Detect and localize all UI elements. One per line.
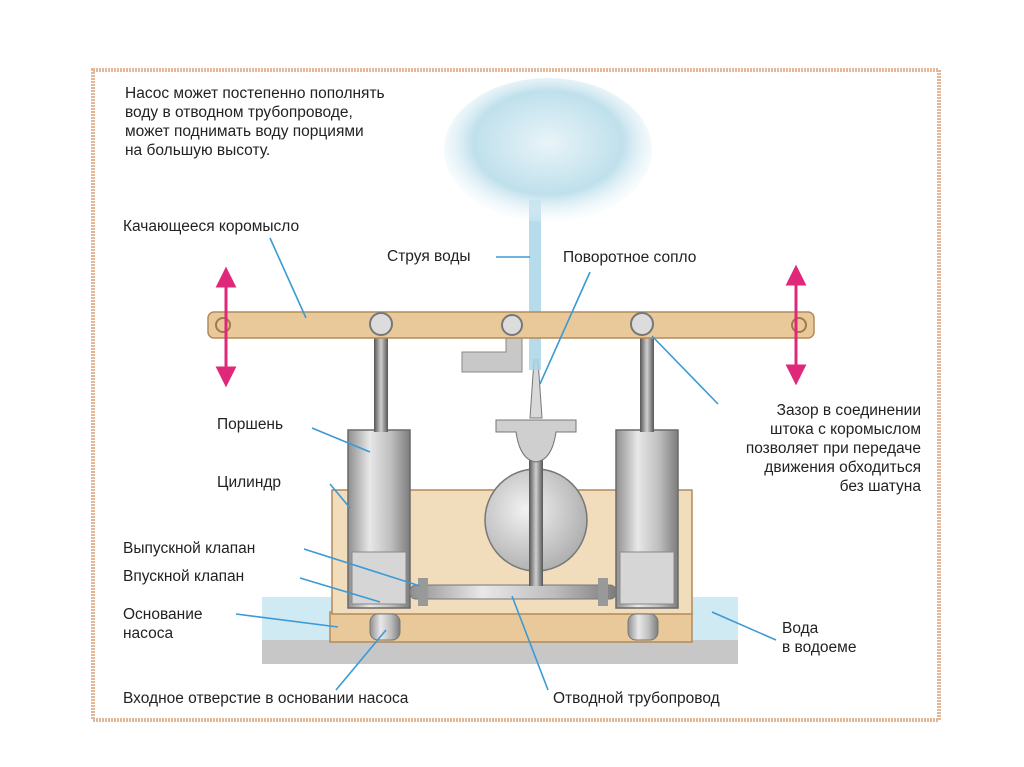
leader-water <box>711 611 777 641</box>
rocker-pivot-left <box>215 317 231 333</box>
leader-inlet-hole <box>335 629 387 691</box>
leader-nozzle <box>539 271 591 385</box>
label-discharge-pipe: Отводной трубопровод <box>553 690 720 707</box>
leader-lines <box>235 237 777 691</box>
joint-left <box>369 312 393 336</box>
label-base: Основание насоса <box>123 606 203 642</box>
cylinder-left-inner <box>351 551 407 605</box>
joint-right <box>630 312 654 336</box>
label-piston: Поршень <box>217 416 284 433</box>
label-inlet-valve: Впускной клапан <box>123 568 245 585</box>
pipe-flange-left <box>418 578 428 606</box>
piston-rod-right <box>640 330 654 432</box>
water-spray <box>444 78 652 222</box>
ground <box>262 640 738 664</box>
label-gap: Зазор в соединении штока с коромыслом по… <box>745 402 921 495</box>
leader-pipe <box>511 595 549 691</box>
nozzle-stem <box>529 436 543 586</box>
leader-piston <box>311 427 371 453</box>
joint-center <box>501 314 523 336</box>
intro-note: Насос может постепенно пополнять воду в … <box>125 85 385 159</box>
cylinder-right-inner <box>619 551 675 605</box>
label-cylinder: Цилиндр <box>217 474 282 491</box>
leader-cylinder <box>329 483 351 509</box>
piston-rod-left <box>374 330 388 432</box>
rocker-pivot-right <box>791 317 807 333</box>
inlet-hole-left <box>369 613 401 641</box>
water-jet <box>529 200 541 370</box>
leader-inlet-valve <box>299 577 381 603</box>
label-nozzle: Поворотное сопло <box>563 249 697 266</box>
label-rocker: Качающееся коромысло <box>123 218 300 235</box>
label-inlet-hole: Входное отверстие в основании насоса <box>123 690 409 707</box>
leader-rocker <box>269 237 307 319</box>
nozzle-cradle <box>495 419 577 463</box>
motion-arrow-right <box>785 264 807 386</box>
leader-outlet-valve <box>303 548 421 587</box>
motion-arrow-left <box>215 266 237 388</box>
label-water: Вода в водоеме <box>782 620 857 656</box>
label-outlet-valve: Выпускной клапан <box>123 540 256 557</box>
label-jet: Струя воды <box>387 248 471 265</box>
inlet-hole-right <box>627 613 659 641</box>
pipe-flange-right <box>598 578 608 606</box>
leader-base <box>235 613 339 628</box>
leader-gap <box>651 335 719 405</box>
